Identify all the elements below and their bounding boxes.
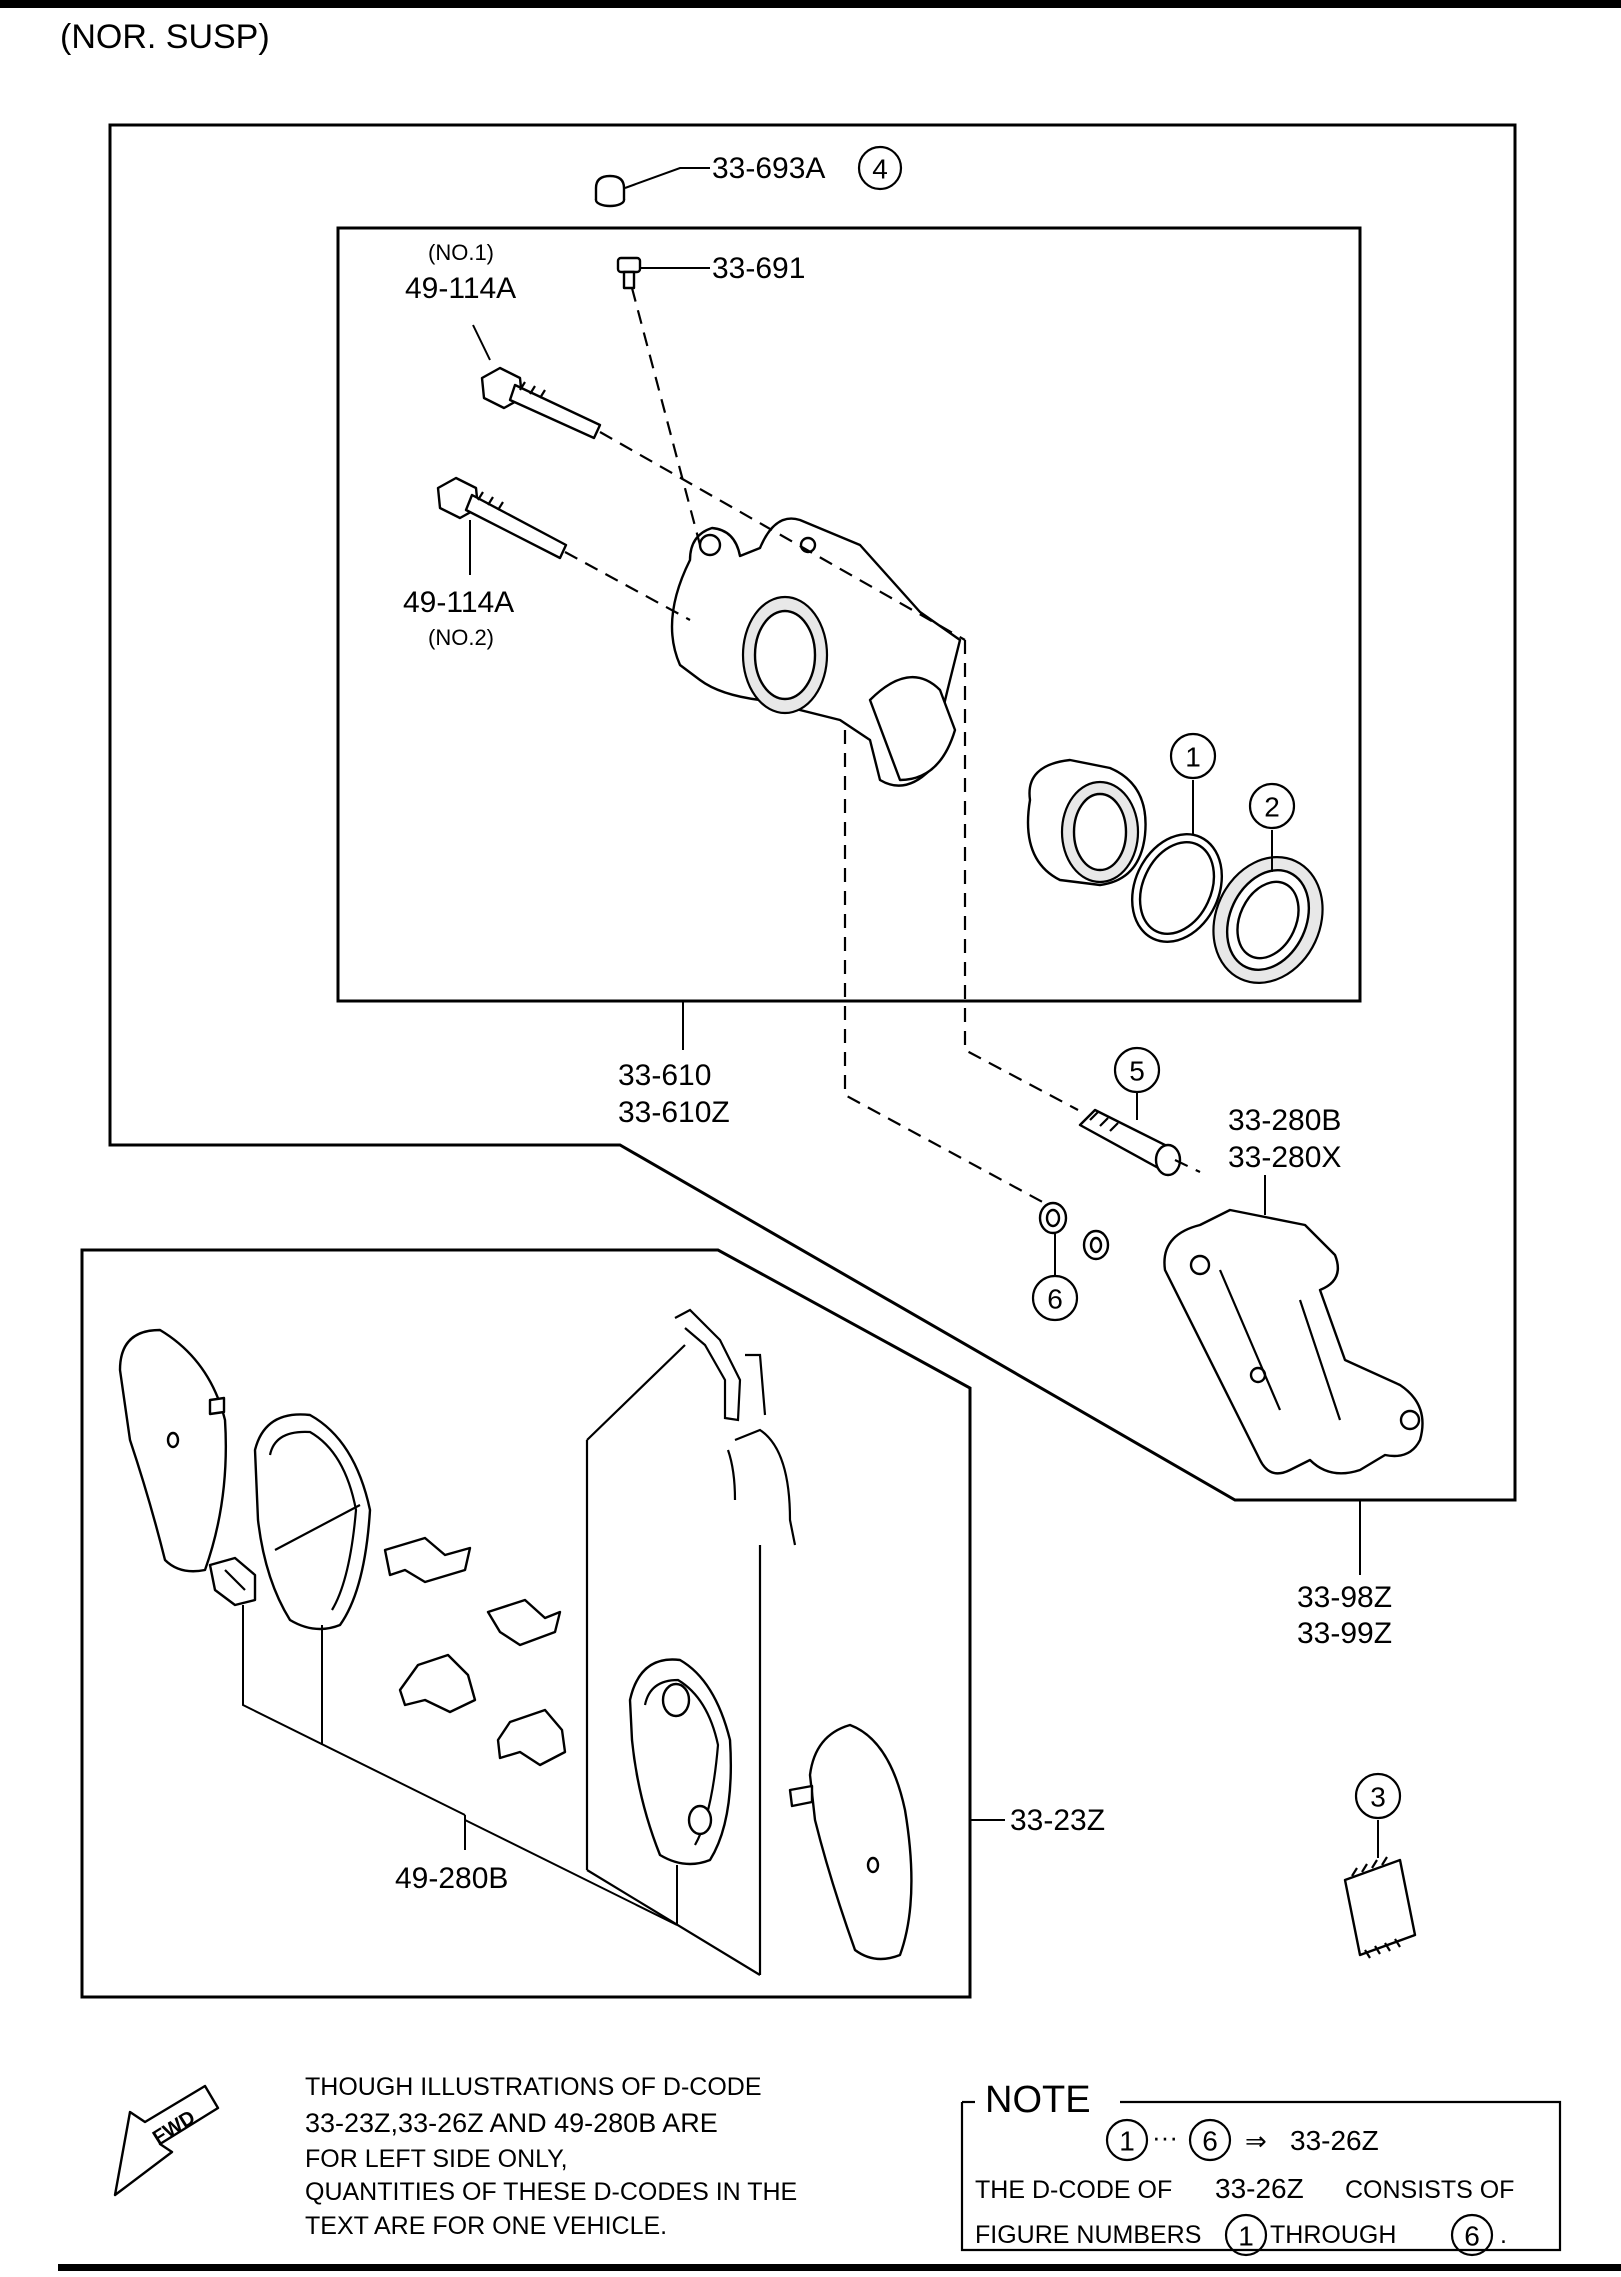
lubricant-chip-part — [1343, 1856, 1417, 1959]
pin-dash-to-bracket — [1174, 1159, 1201, 1173]
bracket-part-number: 33-280B — [1228, 1104, 1341, 1137]
svg-text:6: 6 — [1047, 1284, 1063, 1315]
note-box: NOTE 1 ··· 6 ⇒ 33-26Z THE D-CODE OF 33-2… — [960, 2079, 1562, 2257]
pad-clip-2-part — [486, 1598, 562, 1647]
callout-5: 5 — [1113, 1046, 1161, 1094]
outer-pad-right-part — [788, 1723, 913, 1961]
cap-part-number: 33-693A — [712, 152, 825, 185]
note-line3-through: THROUGH — [1270, 2221, 1396, 2249]
assembly-part-number-alt: 33-99Z — [1297, 1617, 1392, 1650]
note-range-to: 6 — [1202, 2126, 1218, 2157]
bolt2-dash — [564, 551, 691, 621]
caliper-dash-to-bushing — [843, 730, 1049, 1206]
bleeder-screw-part — [616, 256, 642, 290]
svg-text:4: 4 — [872, 154, 888, 185]
svg-text:3: 3 — [1370, 1782, 1386, 1813]
piston-part — [1026, 758, 1147, 887]
assembly-part-number: 33-98Z — [1297, 1581, 1392, 1614]
note-line3-prefix: FIGURE NUMBERS — [975, 2221, 1201, 2249]
callout-6: 6 — [1031, 1274, 1079, 1322]
bottom-rule — [58, 2264, 1621, 2271]
pad-kit-part-number: 33-23Z — [1010, 1804, 1105, 1837]
note-line3-period: . — [1500, 2221, 1507, 2249]
wear-indicator-lower-part — [726, 1428, 797, 1546]
pad-kit-inner-outline — [585, 1344, 762, 1976]
note-arrow: ⇒ — [1245, 2126, 1267, 2156]
bolt1-dash — [599, 431, 966, 641]
dust-cap-part — [594, 174, 626, 208]
note-line2-suffix: CONSISTS OF — [1345, 2176, 1514, 2204]
note-range-from: 1 — [1119, 2126, 1135, 2157]
bleeder-part-number: 33-691 — [712, 252, 805, 285]
guide-bolt-no1-part — [480, 366, 602, 440]
variant-title: (NOR. SUSP) — [60, 18, 270, 56]
note-line2-kit: 33-26Z — [1215, 2173, 1304, 2204]
disclaimer-line-4: QUANTITIES OF THESE D-CODES IN THE — [305, 2178, 797, 2206]
svg-text:1: 1 — [1185, 742, 1201, 773]
assembly-boundary — [108, 123, 1517, 1502]
bolt1-leader — [472, 324, 491, 361]
caliper-part-number: 33-610 — [618, 1059, 711, 1092]
bolt2-number-tag: (NO.2) — [428, 625, 494, 650]
dust-boot-part — [1212, 856, 1324, 984]
disclaimer-line-2: 33-23Z,33-26Z AND 49-280B ARE — [305, 2108, 718, 2138]
bushing-part — [1038, 1201, 1068, 1235]
note-ellipsis: ··· — [1152, 2122, 1178, 2152]
disclaimer-line-1: THOUGH ILLUSTRATIONS OF D-CODE — [305, 2073, 762, 2101]
svg-text:2: 2 — [1264, 792, 1280, 823]
callout-4: 4 — [857, 145, 903, 191]
pad-clip-3-part — [398, 1653, 477, 1714]
guide-bolt-no2-part — [436, 476, 568, 560]
note-kit-number: 33-26Z — [1290, 2125, 1379, 2156]
wear-indicator-upper-part — [674, 1308, 767, 1422]
callout-2: 2 — [1248, 782, 1296, 830]
inner-pad-left-part — [253, 1413, 372, 1631]
svg-text:5: 5 — [1129, 1056, 1145, 1087]
bleeder-dash — [630, 287, 702, 546]
pad-kit-boundary — [80, 1248, 972, 1999]
caliper-part-number-alt: 33-610Z — [618, 1096, 730, 1129]
top-rule — [0, 0, 1621, 8]
bracket-part-number-alt: 33-280X — [1228, 1141, 1341, 1174]
callout-1: 1 — [1169, 732, 1217, 780]
piston-seal-part — [1130, 833, 1224, 943]
pad-clip-1-part — [383, 1536, 472, 1584]
cap-leader — [624, 167, 710, 189]
pad-clip-4-part — [496, 1708, 567, 1767]
caliper-box — [336, 226, 1362, 1003]
guide-pin-part — [1078, 1108, 1182, 1177]
inner-pad-right-part — [628, 1658, 733, 1866]
note-line3-to: 6 — [1464, 2221, 1480, 2252]
callout-3: 3 — [1354, 1772, 1402, 1820]
bolt2-part-number: 49-114A — [403, 586, 514, 619]
disclaimer-line-3: FOR LEFT SIDE ONLY, — [305, 2145, 568, 2173]
caliper-bracket-part — [1163, 1208, 1424, 1475]
shim-clip-left-part — [208, 1556, 257, 1607]
washer-part — [1082, 1229, 1110, 1261]
outer-pad-left-part — [118, 1328, 228, 1573]
bolt1-number-tag: (NO.1) — [428, 240, 494, 265]
caliper-dash-to-pin — [963, 640, 1079, 1111]
bolt1-part-number: 49-114A — [405, 272, 516, 305]
note-line3-from: 1 — [1238, 2221, 1254, 2252]
disclaimer-line-5: TEXT ARE FOR ONE VEHICLE. — [305, 2212, 667, 2240]
caliper-body-part — [670, 517, 962, 787]
shim-part-number: 49-280B — [395, 1862, 508, 1895]
note-line2-prefix: THE D-CODE OF — [975, 2176, 1172, 2204]
note-title: NOTE — [985, 2079, 1091, 2121]
fwd-arrow-icon: FWD — [113, 2084, 220, 2197]
